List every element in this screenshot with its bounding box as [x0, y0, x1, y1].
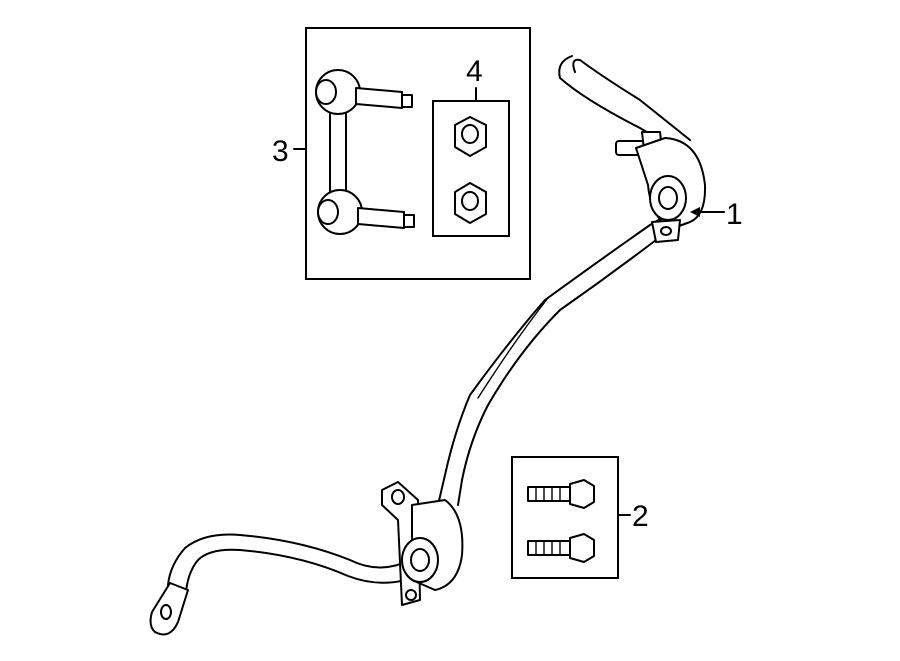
upper-bushing-bracket	[615, 131, 707, 243]
callout-1: 1	[726, 198, 743, 231]
bolts-box	[511, 456, 619, 579]
stabilizer-bar[interactable]	[149, 55, 691, 636]
bolts[interactable]	[527, 479, 595, 563]
sway-bar-link[interactable]	[315, 69, 415, 235]
callout-3: 3	[272, 135, 289, 168]
leader-lines	[293, 87, 725, 516]
callout-2: 2	[632, 500, 649, 533]
callout-4: 4	[466, 55, 483, 88]
arrow-icon	[690, 207, 700, 217]
link-nuts[interactable]	[454, 116, 487, 224]
lower-bushing-bracket	[381, 481, 464, 606]
